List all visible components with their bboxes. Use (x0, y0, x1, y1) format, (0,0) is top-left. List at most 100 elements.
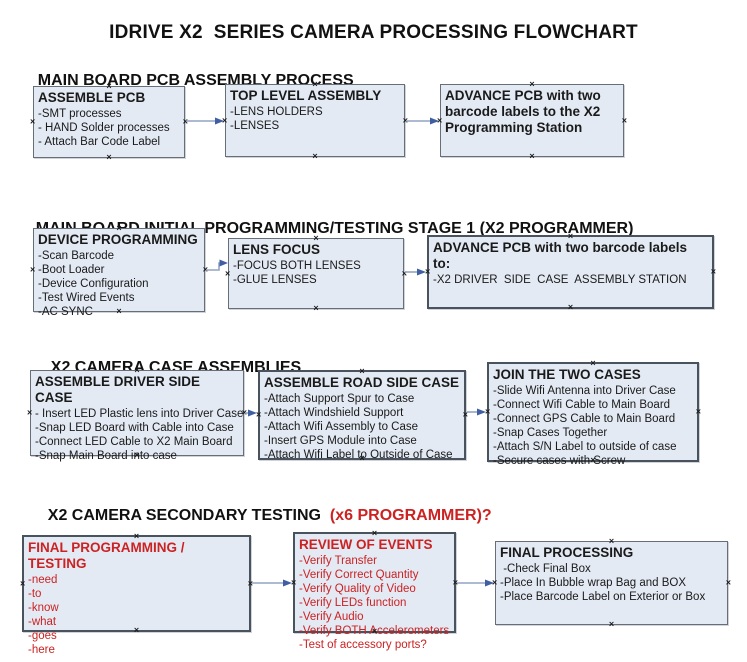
box-item: -here (28, 643, 55, 656)
box-items: -X2 DRIVER SIDE CASE ASSEMBLY STATION (433, 273, 708, 287)
connection-point-icon: × (247, 578, 253, 588)
box-item: -Test Wired Events (38, 291, 135, 304)
connection-point-icon: × (485, 406, 491, 417)
connection-point-icon: × (182, 116, 188, 127)
box-item: -Attach Wifi Label to Outside of Case (264, 448, 453, 461)
connection-point-icon: × (567, 302, 574, 312)
connection-point-icon: × (291, 577, 297, 587)
box-title: LENS FOCUS (233, 242, 321, 257)
box-item: -to (28, 587, 42, 600)
box-title: FINAL PROGRAMMING / TESTING (28, 540, 185, 571)
box-item: -Test of accessory ports? (299, 638, 427, 651)
box-title: ADVANCE PCB with two barcode labels to: (433, 240, 688, 271)
connection-point-icon: × (425, 266, 431, 277)
box-item: -AC SYNC (38, 305, 93, 318)
box-item: -Connect GPS Cable to Main Board (493, 412, 676, 425)
box-items: -Check Final Box-Place In Bubble wrap Ba… (500, 562, 723, 604)
box-item: -Verify LEDs function (299, 596, 407, 609)
box-title: ASSEMBLE DRIVER SIDE CASE (35, 374, 201, 405)
connection-point-icon: × (312, 151, 318, 161)
box-item: -Verify BOTH Accelerometers (299, 624, 450, 637)
flow-box-review-of-events: REVIEW OF EVENTS -Verify Transfer-Verify… (291, 529, 458, 651)
box-item: -Attach Support Spur to Case (264, 392, 415, 405)
box-items: -LENS HOLDERS-LENSES (230, 105, 400, 133)
box-item: -Attach Wifi Assembly to Case (264, 420, 419, 433)
box-item: -what (28, 615, 57, 628)
connection-point-icon: × (492, 577, 498, 588)
box-item: -Check Final Box (500, 562, 591, 575)
box-item: -LENS HOLDERS (230, 105, 323, 118)
box-item: -Connect Wifi Cable to Main Board (493, 398, 671, 411)
box-item: -Slide Wifi Antenna into Driver Case (493, 384, 676, 397)
page-title: IDRIVE X2 SERIES CAMERA PROCESSING FLOWC… (109, 22, 638, 43)
box-items: - Insert LED Plastic lens into Driver Ca… (35, 407, 244, 463)
box-item: -Boot Loader (38, 263, 105, 276)
flow-box-assemble-pcb: ASSEMBLE PCB -SMT processes- HAND Solder… (30, 82, 188, 162)
section-header-text: X2 CAMERA SECONDARY TESTING (47, 507, 326, 524)
connection-point-icon: × (452, 577, 458, 587)
connection-point-icon: × (30, 264, 36, 275)
connection-point-icon: × (313, 303, 319, 313)
box-item: -Device Configuration (38, 277, 149, 290)
flow-box-final-programming-testing: FINAL PROGRAMMING / TESTING -need-to-kno… (20, 532, 253, 656)
box-item: -X2 DRIVER SIDE CASE ASSEMBLY STATION (433, 273, 687, 286)
box-item: -Secure cases with Screw (493, 454, 626, 467)
flow-box-assemble-driver-side-case: ASSEMBLE DRIVER SIDE CASE - Insert LED P… (27, 366, 247, 462)
connection-point-icon: × (608, 619, 615, 629)
box-title: JOIN THE TWO CASES (493, 367, 641, 382)
box-item: -need (28, 573, 58, 586)
box-items: -Attach Support Spur to Case-Attach Wind… (264, 392, 460, 462)
flow-box-device-programming: DEVICE PROGRAMMING -Scan Barcode-Boot Lo… (30, 224, 208, 318)
box-item: -FOCUS BOTH LENSES (233, 259, 361, 272)
box-item: -Place Barcode Label on Exterior or Box (500, 590, 706, 603)
flow-box-final-processing: FINAL PROCESSING -Check Final Box-Place … (492, 537, 731, 629)
connection-point-icon: × (202, 264, 208, 275)
flow-connector (186, 117, 224, 125)
flow-connector (252, 579, 292, 587)
connection-point-icon: × (106, 152, 112, 162)
flow-box-join-the-two-cases: JOIN THE TWO CASES -Slide Wifi Antenna i… (485, 359, 701, 467)
connection-point-icon: × (222, 115, 228, 125)
box-item: -Verify Audio (299, 610, 364, 623)
box-item: -Snap Cases Together (493, 426, 608, 439)
box-item: -Verify Correct Quantity (299, 568, 419, 581)
box-item: -Place In Bubble wrap Bag and BOX (500, 576, 687, 589)
box-items: -Scan Barcode-Boot Loader-Device Configu… (38, 249, 200, 319)
box-item: -Connect LED Cable to X2 Main Board (35, 435, 233, 448)
box-item: -Verify Transfer (299, 554, 377, 567)
connection-point-icon: × (225, 268, 231, 278)
connection-point-icon: × (401, 268, 407, 278)
box-item: -Verify Quality of Video (299, 582, 416, 595)
box-item: -SMT processes (38, 107, 122, 120)
box-items: -SMT processes- HAND Solder processes- A… (38, 107, 180, 149)
connection-point-icon: × (529, 151, 535, 161)
connection-point-icon: × (621, 115, 627, 125)
connection-point-icon: × (20, 578, 26, 588)
connection-point-icon: × (27, 407, 33, 418)
box-title: ASSEMBLE PCB (38, 90, 146, 105)
box-items: -need-to-know-what-goes-here (28, 573, 245, 657)
flow-box-lens-focus: LENS FOCUS -FOCUS BOTH LENSES-GLUE LENSE… (225, 234, 407, 313)
box-item: - HAND Solder processes (38, 121, 170, 134)
box-item: -Attach Windshield Support (264, 406, 404, 419)
box-title: FINAL PROCESSING (500, 545, 634, 560)
connection-point-icon: × (725, 577, 731, 588)
box-item: -GLUE LENSES (233, 273, 317, 286)
section-header-red-text: (x6 PROGRAMMER)? (325, 507, 492, 524)
connection-point-icon: × (695, 406, 701, 417)
flow-connector (457, 579, 494, 587)
flow-connector (405, 268, 426, 276)
flow-box-advance-pcb-programming-station: ADVANCE PCB with two barcode labels to t… (437, 80, 627, 161)
box-title: DEVICE PROGRAMMING (38, 232, 198, 247)
flow-connector (206, 259, 228, 271)
box-title: ASSEMBLE ROAD SIDE CASE (264, 375, 460, 390)
connection-point-icon: × (30, 116, 36, 127)
box-item: -Scan Barcode (38, 249, 115, 262)
flow-connector (406, 117, 439, 125)
flow-connector (245, 409, 257, 417)
box-item: -Insert GPS Module into Case (264, 434, 417, 447)
box-item: -know (28, 601, 59, 614)
box-item: - Insert LED Plastic lens into Driver Ca… (35, 407, 244, 420)
connection-point-icon: × (437, 115, 443, 125)
